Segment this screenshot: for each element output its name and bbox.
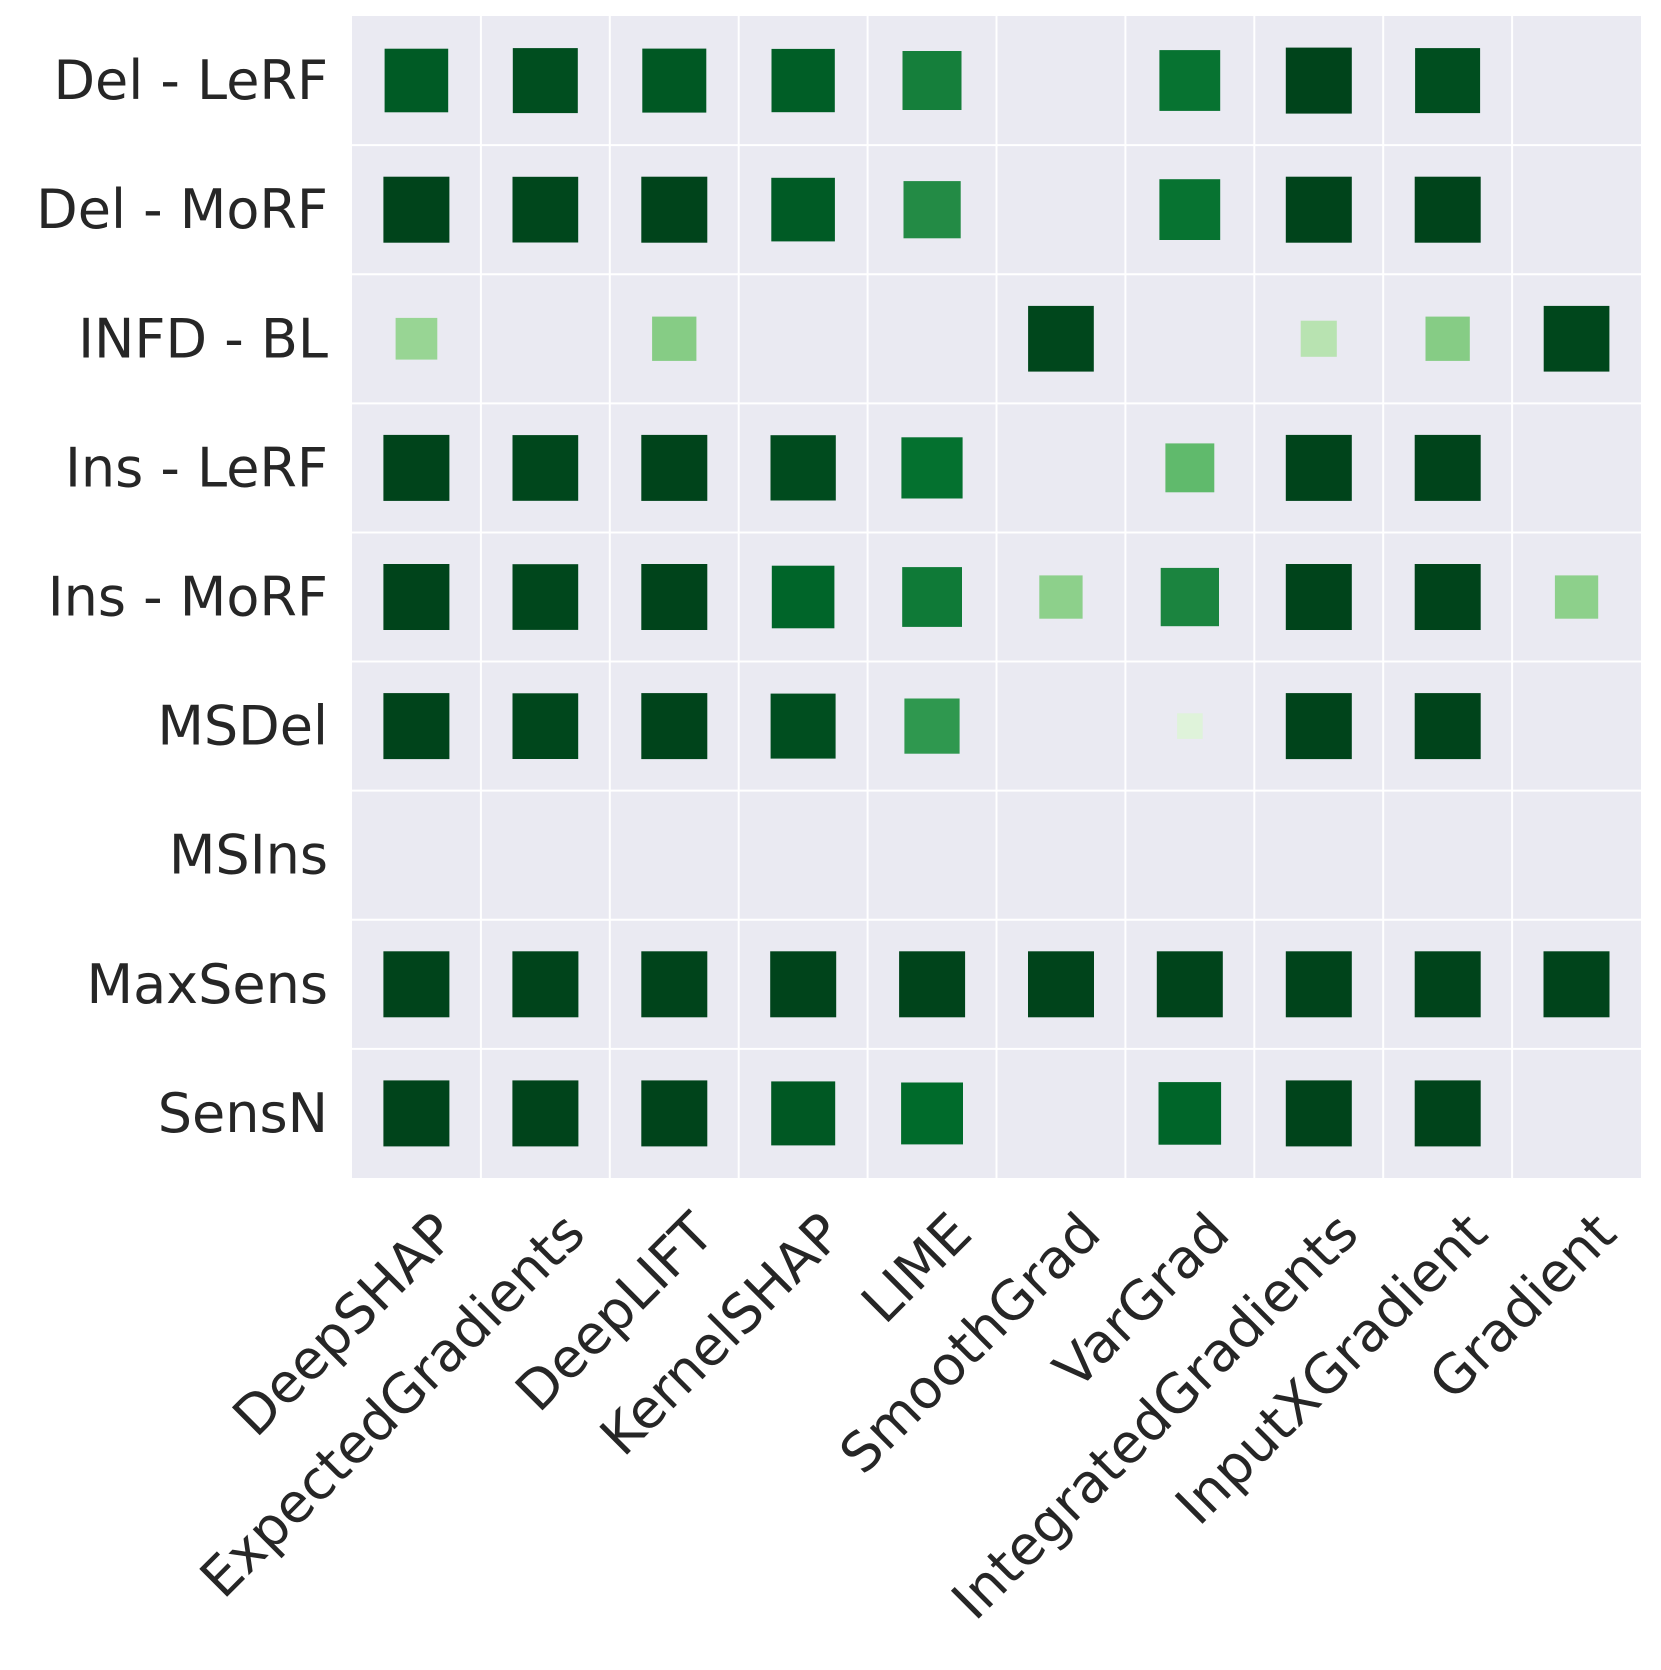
heatmap-cell-infd-bl-smoothgrad	[1028, 305, 1094, 372]
heatmap-cell-msdel-deepshap	[383, 693, 450, 760]
heatmap-cell-infd-bl-deepshap	[395, 317, 438, 360]
heatmap-cell-sensn-deeplift	[641, 1080, 708, 1147]
heatmap-cell-msdel-lime	[904, 698, 960, 754]
heatmap-cell-msdel-kernelshap	[770, 693, 836, 759]
y-tick-label: MaxSens	[87, 953, 329, 1016]
heatmap-cells	[383, 47, 1610, 1147]
heatmap-cell-ins-lerf-deepshap	[383, 434, 450, 501]
y-tick-label: MSIns	[169, 824, 328, 887]
heatmap-cell-ins-lerf-inputxgradient	[1414, 434, 1481, 501]
heatmap-cell-maxsens-integratedgradients	[1285, 951, 1352, 1018]
heatmap-cell-del-lerf-vargrad	[1159, 50, 1221, 111]
heatmap-cell-del-lerf-kernelshap	[771, 48, 835, 113]
heatmap-cell-ins-morf-smoothgrad	[1039, 575, 1083, 619]
heatmap-cell-infd-bl-inputxgradient	[1425, 316, 1470, 361]
heatmap-cell-del-lerf-deeplift	[642, 48, 707, 113]
heatmap-cell-maxsens-inputxgradient	[1414, 951, 1481, 1018]
heatmap-cell-del-morf-deepshap	[383, 176, 450, 243]
y-tick-label: Ins - MoRF	[48, 566, 328, 629]
y-tick-label: MSDel	[157, 695, 328, 758]
heatmap-cell-ins-morf-lime	[902, 567, 962, 627]
heatmap-cell-msdel-vargrad	[1177, 713, 1203, 739]
heatmap-cell-infd-bl-gradient	[1543, 305, 1610, 372]
x-tick-labels: DeepSHAPExpectedGradientsDeepLIFTKernelS…	[188, 1200, 1628, 1631]
y-tick-label: SensN	[158, 1082, 328, 1145]
y-tick-label: INFD - BL	[78, 307, 328, 370]
grid-lines	[352, 16, 1641, 1178]
heatmap-cell-del-morf-lime	[903, 181, 961, 239]
heatmap-cell-ins-morf-gradient	[1554, 575, 1599, 619]
heatmap-cell-ins-morf-deepshap	[383, 564, 450, 630]
heatmap-cell-ins-lerf-vargrad	[1165, 443, 1215, 493]
heatmap-cell-msdel-integratedgradients	[1285, 693, 1352, 760]
heatmap-cell-sensn-deepshap	[383, 1080, 450, 1147]
heatmap-cell-sensn-expectedgradients	[512, 1080, 579, 1147]
heatmap-cell-del-morf-vargrad	[1159, 179, 1221, 240]
heatmap-cell-ins-morf-expectedgradients	[512, 564, 579, 630]
heatmap-cell-infd-bl-deeplift	[652, 316, 697, 361]
heatmap-cell-ins-morf-vargrad	[1160, 567, 1219, 627]
heatmap-cell-msdel-expectedgradients	[512, 693, 579, 759]
y-tick-label: Del - MoRF	[36, 178, 328, 241]
heatmap-cell-maxsens-vargrad	[1156, 951, 1223, 1018]
heatmap-cell-sensn-vargrad	[1158, 1082, 1222, 1145]
heatmap-cell-sensn-inputxgradient	[1414, 1080, 1481, 1147]
heatmap-cell-del-lerf-lime	[902, 51, 962, 110]
heatmap-cell-ins-lerf-integratedgradients	[1285, 434, 1352, 501]
heatmap-cell-maxsens-lime	[899, 951, 966, 1018]
heatmap-cell-msdel-deeplift	[641, 693, 708, 760]
heatmap-cell-ins-morf-kernelshap	[771, 565, 835, 629]
heatmap-cell-sensn-integratedgradients	[1285, 1080, 1352, 1147]
heatmap-cell-del-morf-inputxgradient	[1414, 176, 1481, 243]
heatmap-cell-ins-lerf-expectedgradients	[512, 435, 579, 501]
heatmap-cell-maxsens-deepshap	[383, 951, 450, 1018]
y-tick-label: Del - LeRF	[53, 49, 328, 112]
heatmap-cell-del-lerf-inputxgradient	[1415, 48, 1481, 114]
heatmap-cell-ins-lerf-lime	[901, 437, 963, 499]
heatmap-cell-del-morf-expectedgradients	[512, 176, 579, 243]
heatmap-cell-del-lerf-deepshap	[384, 48, 449, 113]
y-tick-labels: Del - LeRF Del - MoRF INFD - BL Ins - LeRF I…	[36, 49, 328, 1145]
y-tick-label: Ins - LeRF	[65, 436, 328, 499]
heatmap-cell-del-lerf-expectedgradients	[512, 48, 578, 114]
heatmap-cell-sensn-kernelshap	[771, 1081, 836, 1146]
heatmap-cell-ins-lerf-kernelshap	[770, 435, 836, 501]
heatmap-cell-ins-morf-integratedgradients	[1285, 564, 1352, 630]
heatmap-cell-msdel-inputxgradient	[1414, 693, 1481, 760]
heatmap-cell-maxsens-expectedgradients	[512, 951, 579, 1018]
heatmap-cell-ins-morf-inputxgradient	[1414, 564, 1481, 630]
heatmap-cell-maxsens-kernelshap	[770, 951, 837, 1018]
heatmap-cell-del-morf-integratedgradients	[1285, 176, 1352, 243]
heatmap-cell-maxsens-deeplift	[641, 951, 708, 1018]
heatmap-cell-sensn-lime	[901, 1082, 963, 1145]
heatmap-cell-del-lerf-integratedgradients	[1285, 47, 1352, 114]
heatmap-cell-maxsens-gradient	[1543, 951, 1610, 1018]
heatmap-cell-ins-morf-deeplift	[641, 564, 708, 630]
heatmap-cell-maxsens-smoothgrad	[1028, 951, 1094, 1018]
heatmap-cell-infd-bl-integratedgradients	[1300, 320, 1337, 357]
heatmap-cell-del-morf-deeplift	[641, 176, 708, 243]
heatmap-cell-ins-lerf-deeplift	[641, 434, 708, 501]
heatmap-cell-del-morf-kernelshap	[771, 177, 835, 242]
